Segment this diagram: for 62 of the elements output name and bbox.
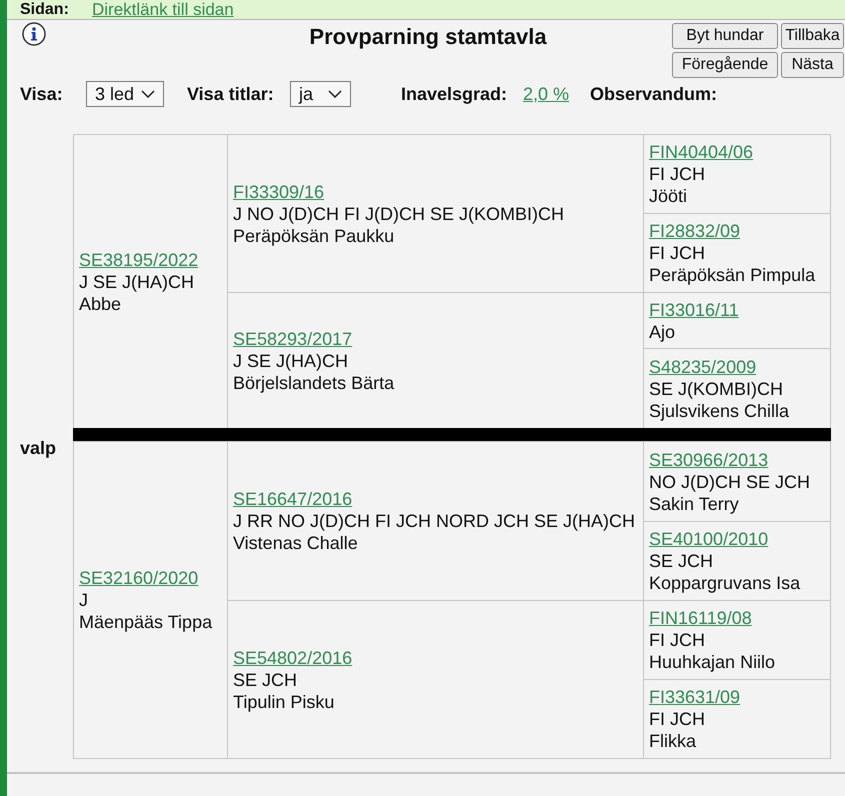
separator-bar xyxy=(73,428,831,442)
dog-name: Abbe xyxy=(79,292,122,314)
titles-text: SE J(KOMBI)CH xyxy=(649,378,784,400)
dog-name: Peräpöksän Pimpula xyxy=(649,264,816,286)
field-label: Inavelsgrad: xyxy=(401,83,508,105)
titles-text: FI JCH xyxy=(649,629,705,651)
titles-text: SE JCH xyxy=(649,550,714,572)
titles-text: J SE J(HA)CH xyxy=(233,350,348,372)
page-link: Direktlänk till sidan xyxy=(92,0,234,19)
titles-text: SE JCH xyxy=(233,668,298,690)
dog-name: Mäenpääs Tippa xyxy=(79,611,212,633)
dog-name: Sakin Terry xyxy=(649,492,739,514)
registration-link: SE30966/2013 xyxy=(649,448,768,470)
dog-name: Peräpöksän Paukku xyxy=(233,224,394,246)
dog-name: Koppargruvans Isa xyxy=(649,572,800,594)
pedigree-cell xyxy=(73,441,228,759)
registration-link: SE16647/2016 xyxy=(233,488,352,510)
titles-text: J xyxy=(79,589,88,611)
dog-name: Huuhkajan Niilo xyxy=(649,651,776,673)
generation-select: 3 led xyxy=(86,81,164,107)
registration-link: SE58293/2017 xyxy=(233,328,352,350)
pedigree-cell xyxy=(643,679,831,759)
titles-text: FI JCH xyxy=(649,163,705,185)
titles-text: J SE J(HA)CH xyxy=(79,270,194,292)
field-label: Sidan: xyxy=(20,0,69,19)
registration-link: FI33309/16 xyxy=(233,180,324,202)
titles-text: J RR NO J(D)CH FI JCH NORD JCH SE J(HA)CH xyxy=(233,510,635,532)
titles-select: ja xyxy=(290,81,351,107)
dog-name: Jööti xyxy=(649,185,688,207)
registration-link: S48235/2009 xyxy=(649,356,756,378)
dog-name: Börjelslandets Bärta xyxy=(233,372,394,394)
field-label: Observandum: xyxy=(590,83,718,105)
titles-text: NO J(D)CH SE JCH xyxy=(649,470,810,492)
field-label: Visa: xyxy=(20,83,63,105)
registration-link: FI33631/09 xyxy=(649,686,740,708)
pedigree-cell xyxy=(643,441,831,522)
registration-link: SE54802/2016 xyxy=(233,646,352,668)
back-button: Tillbaka xyxy=(781,23,844,49)
next-button: Nästa xyxy=(781,52,844,78)
page-title: Provparning stamtavla xyxy=(309,24,547,50)
registration-link: FI33016/11 xyxy=(649,298,739,320)
pedigree-cell xyxy=(73,134,228,429)
registration-link: FIN40404/06 xyxy=(649,141,754,163)
dog-name: Vistenas Challe xyxy=(233,532,358,554)
registration-link: SE38195/2022 xyxy=(79,248,198,270)
previous-button: Föregående xyxy=(672,52,778,78)
registration-link: FIN16119/08 xyxy=(649,607,752,629)
registration-link: SE32160/2020 xyxy=(79,567,198,589)
dog-name: Tipulin Pisku xyxy=(233,690,334,712)
row-label: valp xyxy=(20,437,56,459)
titles-text: J NO J(D)CH FI J(D)CH SE J(KOMBI)CH xyxy=(233,202,564,224)
dog-name: Ajo xyxy=(649,320,676,342)
dog-name: Sjulsvikens Chilla xyxy=(649,400,790,422)
titles-text: FI JCH xyxy=(649,242,705,264)
change-dogs-button: Byt hundar xyxy=(672,23,778,49)
pedigree-cell xyxy=(643,134,831,214)
field-label: Visa titlar: xyxy=(187,83,274,105)
dog-name: Flikka xyxy=(649,730,696,752)
titles-text: FI JCH xyxy=(649,708,705,730)
registration-link: SE40100/2010 xyxy=(649,528,768,550)
inbreeding-link: 2,0 % xyxy=(523,83,570,105)
registration-link: FI28832/09 xyxy=(649,220,740,242)
